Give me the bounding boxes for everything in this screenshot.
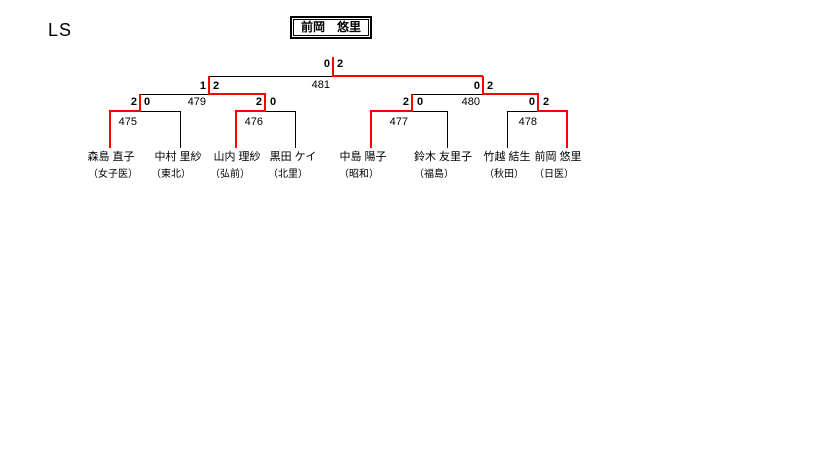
score-final-right: 2 bbox=[337, 58, 344, 70]
class-label: LS bbox=[48, 20, 73, 40]
player-8-name: 前岡 悠里 bbox=[534, 151, 582, 163]
player-8-affiliation: （日医） bbox=[534, 169, 574, 180]
player-5-name: 中島 陽子 bbox=[339, 151, 387, 163]
player-2-affiliation: （東北） bbox=[151, 169, 191, 180]
score-qf478-left: 0 bbox=[528, 96, 535, 108]
bracket-line-player-4 bbox=[295, 111, 296, 148]
player-4-affiliation: （北里） bbox=[268, 169, 308, 180]
player-1-name: 森島 直子 bbox=[87, 151, 135, 163]
match-number-479: 479 bbox=[187, 96, 206, 108]
player-7-affiliation: （秋田） bbox=[484, 169, 524, 180]
player-6-affiliation: （福島） bbox=[414, 169, 454, 180]
player-3-name: 山内 理紗 bbox=[213, 151, 261, 163]
winner-path-qf475 bbox=[109, 110, 141, 112]
champion-name: 前岡 悠里 bbox=[293, 19, 370, 36]
winner-path-player-1 bbox=[109, 111, 111, 148]
winner-path-qf476-junction bbox=[264, 94, 266, 111]
winner-path-player-5 bbox=[370, 111, 372, 148]
winner-path-player-3 bbox=[235, 111, 237, 148]
winner-path-qf476 bbox=[235, 110, 266, 112]
score-qf477-right: 0 bbox=[417, 96, 424, 108]
bracket-line-qf476 bbox=[266, 111, 296, 112]
winner-path-sf480-right bbox=[482, 93, 539, 95]
bracket-line-player-2 bbox=[180, 111, 181, 148]
player-5-affiliation: （昭和） bbox=[339, 169, 379, 180]
player-7-name: 竹越 結生 bbox=[483, 151, 531, 163]
score-final-left: 0 bbox=[323, 58, 330, 70]
bracket-line-final-left bbox=[209, 76, 333, 77]
winner-path-final-junction bbox=[332, 57, 334, 77]
score-sf480-right: 2 bbox=[487, 80, 494, 92]
bracket-line-player-7 bbox=[507, 111, 508, 148]
player-3-affiliation: （弘前） bbox=[210, 169, 250, 180]
winner-path-sf480-junction bbox=[482, 76, 484, 95]
winner-path-sf479-junction bbox=[208, 76, 210, 95]
champion-box: 前岡 悠里 bbox=[290, 16, 373, 39]
score-qf475-left: 2 bbox=[130, 96, 137, 108]
bracket-line-qf478 bbox=[507, 111, 538, 112]
score-sf479-left: 1 bbox=[199, 80, 206, 92]
match-number-475: 475 bbox=[118, 116, 137, 128]
match-number-476: 476 bbox=[244, 116, 263, 128]
bracket-line-qf475 bbox=[141, 111, 181, 112]
winner-path-player-8 bbox=[566, 111, 568, 148]
score-qf477-left: 2 bbox=[402, 96, 409, 108]
bracket-line-sf479-left bbox=[140, 94, 209, 95]
winner-path-qf475-junction bbox=[139, 94, 141, 111]
score-sf479-right: 2 bbox=[213, 80, 220, 92]
match-number-480: 480 bbox=[461, 96, 480, 108]
bracket-line-player-6 bbox=[447, 111, 448, 148]
score-qf476-right: 0 bbox=[270, 96, 277, 108]
player-6-name: 鈴木 友里子 bbox=[413, 151, 473, 163]
bracket-line-qf477 bbox=[413, 111, 448, 112]
match-number-481: 481 bbox=[311, 79, 330, 91]
match-number-478: 478 bbox=[518, 116, 537, 128]
winner-path-qf478-junction bbox=[537, 94, 539, 111]
winner-path-qf477 bbox=[370, 110, 413, 112]
score-qf478-right: 2 bbox=[543, 96, 550, 108]
winner-path-sf479-right bbox=[208, 93, 266, 95]
score-sf480-left: 0 bbox=[473, 80, 480, 92]
winner-path-qf478 bbox=[537, 110, 568, 112]
bracket-line-sf480-left bbox=[413, 94, 483, 95]
score-qf476-left: 2 bbox=[255, 96, 262, 108]
player-2-name: 中村 里紗 bbox=[154, 151, 202, 163]
match-number-477: 477 bbox=[389, 116, 408, 128]
winner-path-final-right bbox=[332, 75, 483, 77]
winner-path-qf477-junction bbox=[411, 94, 413, 111]
player-1-affiliation: （女子医） bbox=[88, 169, 138, 180]
player-4-name: 黒田 ケイ bbox=[269, 151, 317, 163]
score-qf475-right: 0 bbox=[144, 96, 151, 108]
